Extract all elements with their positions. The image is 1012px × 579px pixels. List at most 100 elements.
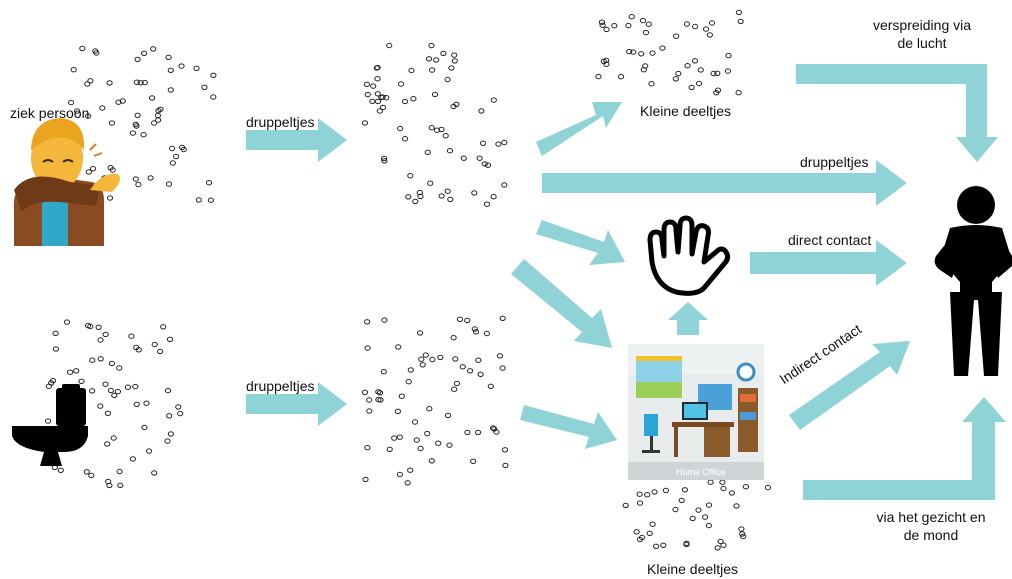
droplet xyxy=(460,155,467,161)
droplet xyxy=(104,441,111,447)
droplet xyxy=(452,356,459,362)
droplet xyxy=(396,471,403,478)
droplet xyxy=(446,148,454,154)
droplet xyxy=(424,149,431,156)
droplet xyxy=(642,29,650,36)
droplet xyxy=(97,403,104,409)
arrow-to-hand-top xyxy=(536,220,625,265)
droplet xyxy=(108,120,116,126)
droplet xyxy=(451,58,458,64)
droplet xyxy=(470,458,477,464)
label-face-and-mouth-line1: via het gezicht en xyxy=(876,509,986,525)
droplet xyxy=(45,383,53,389)
droplet xyxy=(137,80,144,86)
droplet xyxy=(681,487,689,493)
droplet xyxy=(141,424,148,431)
droplet xyxy=(453,380,460,387)
droplet xyxy=(451,52,458,58)
droplet xyxy=(649,521,656,527)
droplet xyxy=(129,456,136,462)
droplet xyxy=(117,482,124,488)
droplet xyxy=(164,387,172,394)
droplet xyxy=(396,434,403,440)
droplet xyxy=(717,538,724,545)
droplet xyxy=(201,84,208,91)
droplet xyxy=(703,26,710,32)
label-airborne-line1: verspreiding via xyxy=(872,17,972,33)
droplet xyxy=(63,319,71,325)
droplet xyxy=(210,94,217,100)
droplet xyxy=(598,19,606,25)
droplet xyxy=(444,76,451,83)
droplet xyxy=(646,530,653,536)
droplet xyxy=(132,383,139,390)
droplet xyxy=(464,317,471,324)
droplet xyxy=(719,479,726,485)
droplet xyxy=(364,91,371,98)
droplet xyxy=(429,67,436,73)
cloud-bottom-middle xyxy=(361,315,509,486)
droplet xyxy=(167,431,174,437)
arrow-office-to-hand xyxy=(668,302,708,335)
droplet xyxy=(481,161,488,167)
droplet xyxy=(106,195,114,201)
droplet xyxy=(714,70,721,77)
droplet xyxy=(489,425,497,431)
droplet xyxy=(733,503,740,509)
droplet xyxy=(651,489,658,495)
droplet xyxy=(683,541,690,548)
droplet xyxy=(672,506,679,513)
droplet xyxy=(428,125,435,131)
droplet xyxy=(603,26,610,33)
droplet xyxy=(447,196,454,203)
droplet xyxy=(363,81,370,88)
droplet xyxy=(115,99,122,105)
droplet xyxy=(493,429,500,435)
droplet xyxy=(133,401,140,407)
droplet xyxy=(599,22,606,28)
droplet xyxy=(410,96,417,102)
droplet xyxy=(714,545,721,551)
droplet xyxy=(706,32,714,38)
droplet xyxy=(149,95,156,101)
droplet xyxy=(662,487,670,494)
droplet xyxy=(169,145,176,152)
droplet xyxy=(416,189,423,196)
droplet xyxy=(438,193,445,199)
droplet xyxy=(707,479,714,485)
droplet xyxy=(433,127,441,133)
arrow-to-small-particles-top xyxy=(536,102,622,156)
droplet xyxy=(364,319,371,325)
droplet xyxy=(143,400,150,406)
droplet xyxy=(724,68,732,74)
droplet xyxy=(728,490,736,496)
droplet xyxy=(364,445,371,451)
droplet xyxy=(496,353,503,359)
label-airborne: verspreiding via de lucht xyxy=(872,16,972,52)
droplet xyxy=(407,173,414,179)
droplet xyxy=(502,462,509,469)
droplet xyxy=(378,94,385,101)
droplet xyxy=(475,429,482,436)
droplet xyxy=(70,67,77,73)
droplet xyxy=(639,17,647,24)
droplet xyxy=(177,410,184,417)
droplet xyxy=(648,81,655,87)
droplet xyxy=(660,542,667,548)
label-face-and-mouth-line2: de mond xyxy=(903,527,959,543)
droplet xyxy=(102,381,109,387)
droplet xyxy=(104,410,112,416)
droplet xyxy=(737,18,744,25)
droplet xyxy=(374,98,382,105)
droplet xyxy=(720,485,727,492)
droplet xyxy=(88,472,95,479)
droplet xyxy=(678,497,685,504)
droplet xyxy=(418,356,425,362)
droplet xyxy=(364,345,371,351)
droplet xyxy=(379,104,387,111)
label-small-particles-top: Kleine deeltjes xyxy=(640,103,732,119)
droplet xyxy=(611,23,618,29)
droplet xyxy=(499,315,506,321)
droplet xyxy=(132,176,139,182)
droplet xyxy=(638,534,646,541)
